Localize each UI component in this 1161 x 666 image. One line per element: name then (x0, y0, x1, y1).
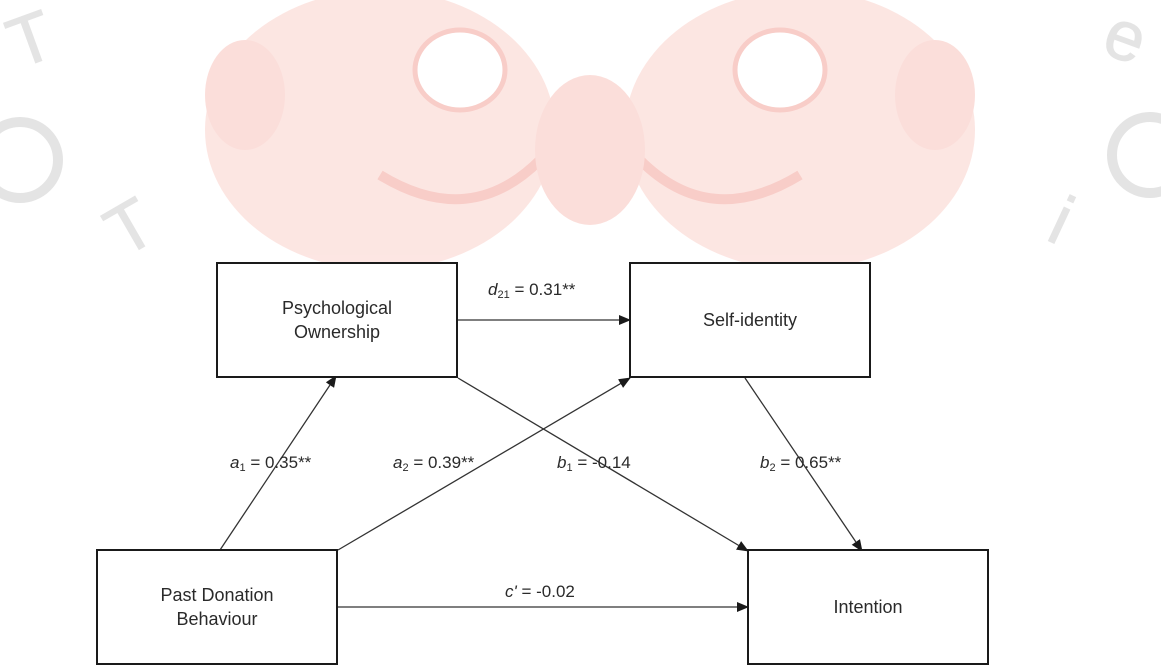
label-a2-symbol: a (393, 453, 403, 472)
node-self-identity: Self-identity (629, 262, 871, 378)
watermark-ring-left (0, 117, 63, 203)
label-a2: a2 = 0.39** (393, 453, 474, 474)
label-a1-symbol: a (230, 453, 240, 472)
label-b2-sub: 2 (769, 462, 776, 474)
label-b1-value: = -0.14 (577, 453, 631, 472)
node-ownership-line1: Psychological (281, 298, 393, 318)
node-self-identity-label: Self-identity (702, 310, 798, 330)
watermark-hands (535, 75, 645, 225)
label-d21: d21 = 0.31** (488, 280, 575, 301)
label-b2-value: = 0.65** (780, 453, 842, 472)
arrow-b2 (744, 377, 863, 552)
watermark-left-eye (412, 27, 508, 113)
node-intention: Intention (747, 549, 989, 665)
label-d21-symbol: d (488, 280, 498, 299)
label-a2-sub: 2 (402, 462, 409, 474)
watermark-left-ear (205, 40, 285, 150)
watermark-right-mouth (636, 156, 803, 205)
watermark-ring-right (1107, 112, 1161, 198)
label-a1-value: = 0.35** (250, 453, 312, 472)
node-intention-label: Intention (833, 597, 903, 617)
label-b1-sub: 1 (566, 462, 573, 474)
label-a1: a1 = 0.35** (230, 453, 311, 474)
label-cprime: c' = -0.02 (505, 582, 575, 602)
watermark-image: T T e i (0, 0, 1161, 262)
node-past-line2: Behaviour (176, 609, 258, 629)
label-d21-sub: 21 (497, 289, 510, 301)
label-a1-sub: 1 (239, 462, 246, 474)
node-psychological-ownership: Psychological Ownership (216, 262, 458, 378)
label-cprime-value: = -0.02 (521, 582, 575, 601)
watermark-right-ear (895, 40, 975, 150)
node-past-donation-behaviour: Past Donation Behaviour (96, 549, 338, 665)
label-a2-value: = 0.39** (413, 453, 475, 472)
label-b2-symbol: b (760, 453, 770, 472)
label-cprime-symbol: c' (505, 582, 517, 601)
label-b2: b2 = 0.65** (760, 453, 841, 474)
watermark-right-eye (732, 27, 828, 113)
node-ownership-line2: Ownership (293, 322, 381, 342)
label-b1: b1 = -0.14 (557, 453, 631, 474)
label-b1-symbol: b (557, 453, 567, 472)
node-past-line1: Past Donation (160, 585, 274, 605)
arrow-a1 (219, 375, 337, 551)
arrow-b1 (457, 377, 749, 552)
watermark-left-mouth (377, 156, 544, 205)
label-d21-value: = 0.31** (514, 280, 576, 299)
arrow-a2 (337, 377, 631, 551)
